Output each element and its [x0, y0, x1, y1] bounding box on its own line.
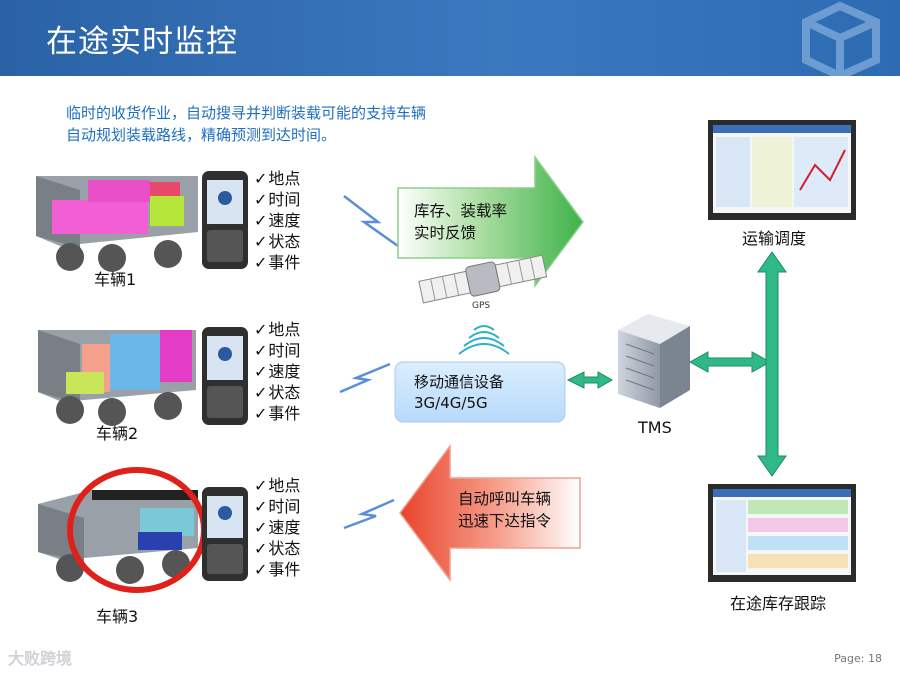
check-item: 事件 [254, 252, 300, 273]
check-item: 状态 [254, 382, 300, 403]
green-arrow-line-2: 实时反馈 [414, 224, 477, 242]
intro-line-2: 自动规划装载路线，精确预测到达时间。 [66, 126, 337, 144]
check-item: 时间 [254, 340, 300, 361]
signal-2-icon [339, 362, 391, 394]
check-item: 状态 [254, 231, 300, 252]
cube-logo-icon [802, 1, 880, 76]
signal-1-icon [343, 195, 399, 248]
signal-3-icon [343, 498, 395, 530]
red-arrow-text: 自动呼叫车辆 迅速下达指令 [458, 488, 551, 532]
check-item: 速度 [254, 361, 300, 382]
check-item: 事件 [254, 403, 300, 424]
monitor-top-icon [708, 120, 856, 220]
intro-line-1: 临时的收货作业，自动搜寻并判断装载可能的支持车辆 [66, 104, 427, 122]
green-arrow [397, 154, 584, 289]
red-arrow-line-2: 迅速下达指令 [458, 512, 552, 530]
gps-waves-icon [458, 325, 510, 355]
vehicle-1-label: 车辆1 [94, 270, 137, 289]
truck-3 [38, 490, 198, 584]
vehicle-2-label: 车辆2 [96, 424, 139, 443]
red-arrow [399, 443, 581, 583]
truck-1 [36, 176, 198, 272]
watermark-text: 大败跨境 [8, 649, 73, 668]
screen-top-label: 运输调度 [742, 229, 807, 248]
connector-server-bus [688, 351, 772, 373]
title-banner: 在途实时监控 [0, 0, 900, 76]
server-label: TMS [638, 418, 672, 437]
phone-1-icon [202, 171, 248, 269]
truck-2 [38, 330, 196, 426]
connector-device-server [566, 371, 614, 389]
green-arrow-text: 库存、装载率 实时反馈 [414, 200, 507, 244]
mobile-device-line-1: 移动通信设备 [414, 373, 505, 391]
screen-bottom-label: 在途库存跟踪 [730, 594, 827, 613]
check-item: 状态 [254, 538, 300, 559]
vehicle-1-checklist: 地点 时间 速度 状态 事件 [254, 168, 300, 273]
monitor-bottom-icon [708, 484, 856, 582]
page-number: Page: 18 [834, 652, 882, 665]
mobile-device-text: 移动通信设备 3G/4G/5G [414, 372, 504, 414]
mobile-device-box [394, 361, 566, 423]
satellite-icon [418, 254, 548, 304]
red-arrow-line-1: 自动呼叫车辆 [458, 490, 552, 508]
vehicle-3-label: 车辆3 [96, 607, 139, 626]
vehicle-2-checklist: 地点 时间 速度 状态 事件 [254, 319, 300, 424]
check-item: 事件 [254, 559, 300, 580]
check-item: 时间 [254, 496, 300, 517]
intro-text: 临时的收货作业，自动搜寻并判断装载可能的支持车辆 自动规划装载路线，精确预测到达… [66, 102, 426, 146]
connector-vertical-bus [757, 251, 787, 477]
check-item: 地点 [254, 319, 300, 340]
server-icon [618, 314, 690, 408]
vehicle-3-checklist: 地点 时间 速度 状态 事件 [254, 475, 300, 580]
check-item: 时间 [254, 189, 300, 210]
gps-label: GPS [472, 301, 491, 311]
check-item: 地点 [254, 475, 300, 496]
check-item: 速度 [254, 517, 300, 538]
check-item: 速度 [254, 210, 300, 231]
phone-2-icon [202, 327, 248, 425]
green-arrow-line-1: 库存、装载率 [414, 202, 508, 220]
phone-3-icon [202, 487, 248, 581]
page-title: 在途实时监控 [46, 24, 238, 60]
check-item: 地点 [254, 168, 300, 189]
mobile-device-line-2: 3G/4G/5G [414, 394, 488, 412]
